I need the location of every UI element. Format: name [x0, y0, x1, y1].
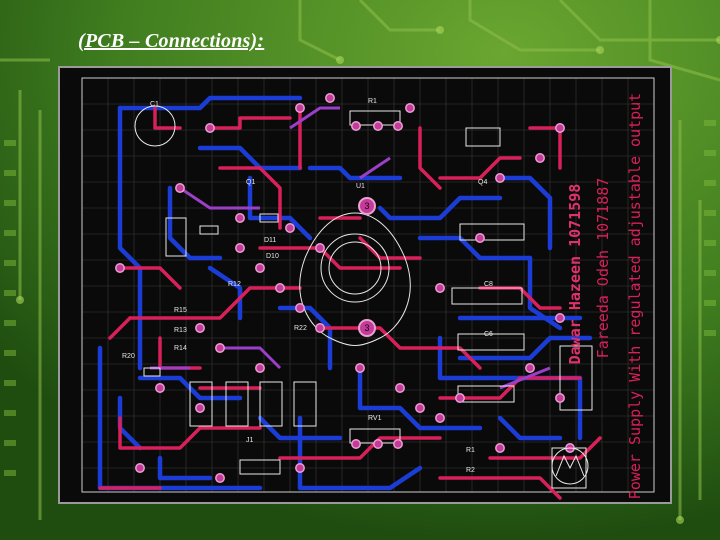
label-d11: D11 — [264, 237, 276, 244]
pcb-pad — [285, 223, 295, 233]
pcb-pad — [295, 103, 305, 113]
project-title-text: Power Supply With regulated adjustable o… — [626, 93, 644, 499]
pcb-pad — [315, 243, 325, 253]
regulator-pin-top: 3 — [364, 201, 369, 211]
label-r13: R13 — [174, 327, 187, 334]
pcb-pad — [195, 403, 205, 413]
pcb-pad — [355, 363, 365, 373]
pcb-pad — [495, 173, 505, 183]
pcb-pad — [175, 183, 185, 193]
regulator-pin-bottom: 3 — [364, 323, 369, 333]
pcb-pad — [373, 439, 383, 449]
label-u1: U1 — [356, 183, 365, 190]
pcb-pad — [405, 103, 415, 113]
pcb-pad — [393, 439, 403, 449]
pcb-pad — [373, 121, 383, 131]
label-q4: Q4 — [478, 179, 487, 186]
label-r2: R2 — [466, 467, 475, 474]
label-c6: C6 — [484, 331, 493, 338]
pcb-pad — [435, 283, 445, 293]
label-r1: R1 — [466, 447, 475, 454]
pcb-pad — [535, 153, 545, 163]
label-r14: R14 — [174, 345, 187, 352]
label-j1: J1 — [246, 437, 254, 444]
pcb-pad — [235, 213, 245, 223]
pcb-pad — [325, 93, 335, 103]
pcb-pad — [395, 383, 405, 393]
pcb-pad — [135, 463, 145, 473]
pcb-pad — [315, 323, 325, 333]
pcb-pad — [555, 393, 565, 403]
label-r22: R22 — [294, 325, 307, 332]
pcb-pad — [215, 343, 225, 353]
pcb-pad — [393, 121, 403, 131]
pcb-layout-image: 3 3 C1 Q1 Q4 — [58, 66, 672, 504]
label-c1: C1 — [150, 101, 159, 108]
label-c8: C8 — [484, 281, 493, 288]
pcb-pad — [351, 121, 361, 131]
pcb-pad — [455, 393, 465, 403]
pcb-pad — [275, 283, 285, 293]
label-r12: R12 — [228, 281, 241, 288]
designer-logo — [551, 447, 589, 485]
pcb-drawing: 3 3 C1 Q1 Q4 — [81, 77, 655, 500]
pcb-pad — [215, 473, 225, 483]
pcb-pad — [155, 383, 165, 393]
pcb-pad — [351, 439, 361, 449]
pcb-pad — [195, 323, 205, 333]
pcb-pad — [555, 313, 565, 323]
label-d10: D10 — [266, 253, 279, 260]
pcb-pad — [555, 123, 565, 133]
pcb-pad — [475, 233, 485, 243]
pcb-pad — [295, 463, 305, 473]
pcb-pad — [235, 243, 245, 253]
author-text-1: Dawar Hazeen 1071598 — [566, 184, 584, 365]
pcb-pad — [255, 263, 265, 273]
pcb-pad — [205, 123, 215, 133]
pcb-pad — [495, 443, 505, 453]
pcb-pad — [525, 363, 535, 373]
pcb-pad — [435, 413, 445, 423]
pcb-pad — [415, 403, 425, 413]
slide-title: (PCB – Connections): — [78, 30, 265, 52]
label-r1-top: R1 — [368, 98, 377, 105]
label-r20: R20 — [122, 353, 135, 360]
pcb-pad — [115, 263, 125, 273]
label-r15: R15 — [174, 307, 187, 314]
author-text-2: Fareeda Odeh 1071887 — [594, 178, 612, 359]
label-q1: Q1 — [246, 179, 255, 186]
pcb-pad — [295, 303, 305, 313]
pcb-pad — [255, 363, 265, 373]
label-rv1: RV1 — [368, 415, 382, 422]
